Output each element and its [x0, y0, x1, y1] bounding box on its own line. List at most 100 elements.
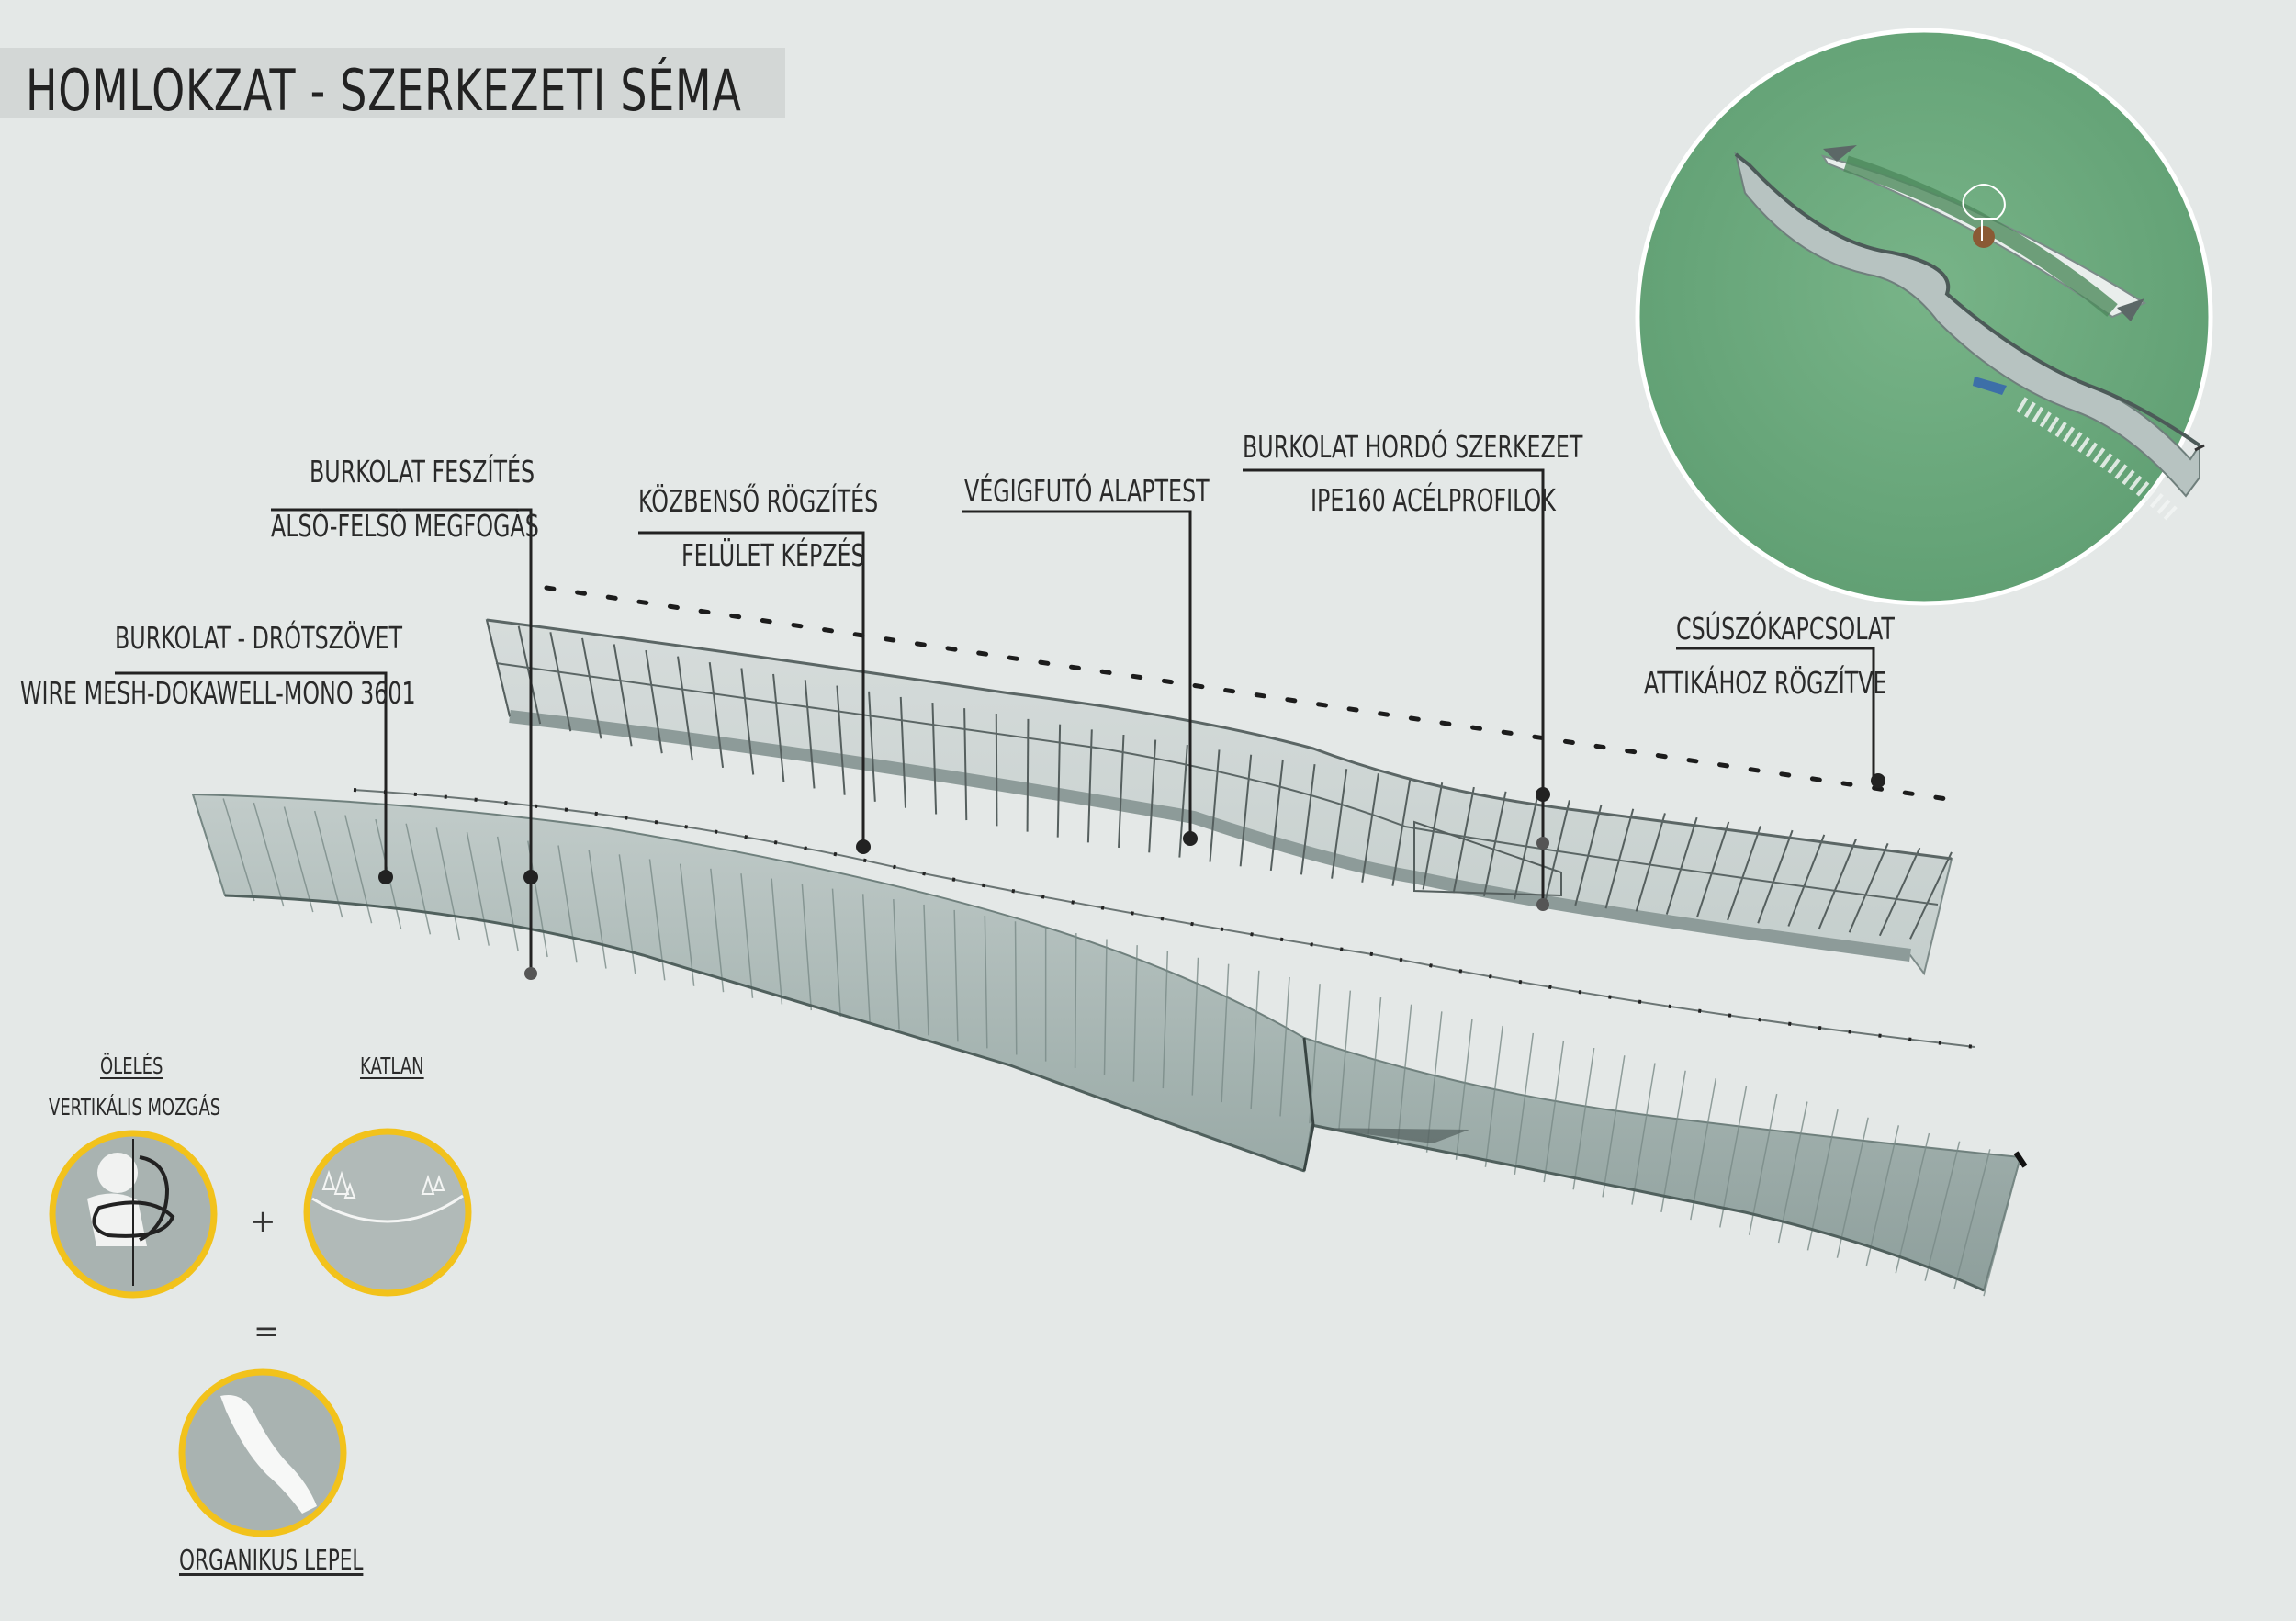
mesh-panel-seam	[1953, 1149, 1991, 1289]
label-cladding-structure-sub: IPE160 ACÉLPROFILOK	[1311, 482, 1556, 518]
label-vertical-motion: VERTIKÁLIS MOZGÁS	[49, 1094, 221, 1120]
mesh-panel-seam	[496, 836, 519, 951]
mesh-panel-seam	[192, 794, 226, 896]
mesh-panel-seam	[1455, 1019, 1473, 1160]
grid-member	[1482, 791, 1507, 896]
mesh-panel-seam	[1250, 970, 1260, 1109]
mesh-panel-seam	[1631, 1063, 1656, 1205]
mesh-panel-seam	[466, 831, 490, 946]
grid-member	[1818, 839, 1857, 930]
mesh-panel-seam	[1425, 1011, 1443, 1153]
label-embrace: ÖLELÉS	[100, 1053, 163, 1079]
grid-member	[1300, 764, 1316, 875]
mesh-panel-seam	[405, 823, 432, 935]
grid-member	[963, 708, 968, 821]
grid-member	[645, 649, 663, 754]
grid-member	[899, 696, 906, 808]
grid-member	[1695, 821, 1730, 918]
mesh-panel-seam	[1924, 1141, 1961, 1281]
title-bar	[0, 48, 785, 118]
mesh-panel-seam	[222, 798, 255, 902]
mesh-panel-seam	[893, 899, 900, 1030]
mesh-panel-seam	[588, 850, 607, 969]
mesh-panel-seam	[1719, 1086, 1748, 1228]
concept-embrace-circle	[49, 1130, 218, 1299]
mesh-panel-seam	[283, 806, 314, 913]
mesh-panel-seam	[1367, 997, 1382, 1138]
grid-member	[581, 637, 602, 739]
grid-member	[1514, 795, 1539, 900]
mesh-panel-seam	[831, 888, 841, 1017]
label-cladding-tension: BURKOLAT FESZÍTÉS	[310, 454, 535, 490]
mesh-panel-seam	[1865, 1125, 1900, 1266]
mesh-panel-seam	[1777, 1101, 1808, 1244]
mesh-panel-seam	[1103, 939, 1108, 1075]
mesh-panel-seam	[1191, 957, 1199, 1096]
grid-member	[1178, 744, 1188, 858]
mesh-panel-seam	[1572, 1047, 1595, 1190]
mesh-panel-seam	[1602, 1055, 1626, 1198]
grid-member	[1848, 842, 1889, 933]
mesh-panel-seam	[1396, 1004, 1412, 1145]
cladding-mesh-surface	[191, 793, 2028, 1297]
label-cladding-structure: BURKOLAT HORDÓ SZERKEZET	[1243, 429, 1583, 465]
leader-lines	[115, 468, 1875, 974]
mesh-panel-seam	[618, 854, 636, 974]
grid-member	[613, 644, 633, 747]
cladding-support-grid	[485, 618, 1953, 976]
concept-result-circle	[178, 1368, 347, 1537]
mesh-panel-seam	[1806, 1109, 1839, 1251]
mesh-panel-seam	[953, 909, 959, 1042]
mesh-panel-seam	[253, 802, 285, 907]
mesh-panel-seam	[1690, 1078, 1717, 1221]
mesh-panel-seam	[1014, 921, 1018, 1055]
grid-member	[486, 619, 511, 717]
mesh-panel-seam	[740, 873, 754, 998]
mesh-panel-seam	[679, 863, 695, 986]
grid-member	[1239, 754, 1253, 867]
grid-member	[1757, 829, 1794, 924]
label-organic-veil: ORGANIKUS LEPEL	[179, 1545, 364, 1577]
mesh-panel-seam	[1338, 990, 1352, 1131]
plus-sign: +	[250, 1203, 276, 1240]
grid-member	[995, 714, 998, 827]
grid-member	[1269, 759, 1284, 872]
mesh-panel-seam	[1836, 1117, 1869, 1258]
grid-member	[1727, 826, 1761, 921]
grid-member	[868, 691, 876, 802]
grid-member	[772, 673, 785, 782]
grid-member	[549, 632, 572, 732]
mesh-panel-seam	[1162, 951, 1169, 1089]
overview-inset	[1635, 28, 2213, 606]
mesh-panel-seam	[1484, 1025, 1503, 1167]
equals-sign: =	[253, 1313, 280, 1350]
label-sliding-joint: CSÚSZÓKAPCSOLAT	[1676, 611, 1895, 647]
grid-member	[1604, 808, 1635, 909]
grid-member	[1118, 734, 1125, 849]
grid-member	[1026, 718, 1030, 832]
mesh-panel-seam	[710, 868, 725, 993]
label-continuous-base: VÉGIGFUTÓ ALAPTEST	[964, 473, 1210, 509]
grid-member	[1665, 816, 1698, 915]
mesh-panel-seam	[984, 916, 988, 1049]
grid-member	[1361, 773, 1379, 883]
grid-member	[1787, 834, 1826, 927]
grid-member	[931, 703, 938, 815]
mesh-panel-seam	[1279, 976, 1290, 1117]
grid-member	[740, 668, 755, 775]
label-sliding-joint-sub: ATTIKÁHOZ RÖGZÍTVE	[1644, 665, 1887, 701]
label-cladding-mesh-sub: WIRE MESH-DOKAWELL-MONO 3601	[20, 675, 416, 711]
grid-member	[1086, 729, 1093, 843]
mesh-panel-seam	[1514, 1032, 1535, 1176]
label-intermediate-fix: KÖZBENSŐ RÖGZÍTÉS	[638, 483, 879, 519]
grid-member	[1422, 782, 1444, 890]
mesh-panel-seam	[1221, 963, 1230, 1103]
mesh-panel-seam	[1132, 945, 1138, 1082]
mesh-panel-seam	[1543, 1040, 1565, 1183]
leader-dots	[378, 773, 1885, 980]
concept-gorge-circle	[303, 1128, 472, 1297]
grid-member	[1909, 851, 1953, 940]
mesh-panel-seam	[1748, 1093, 1778, 1235]
grid-member	[1391, 778, 1412, 886]
